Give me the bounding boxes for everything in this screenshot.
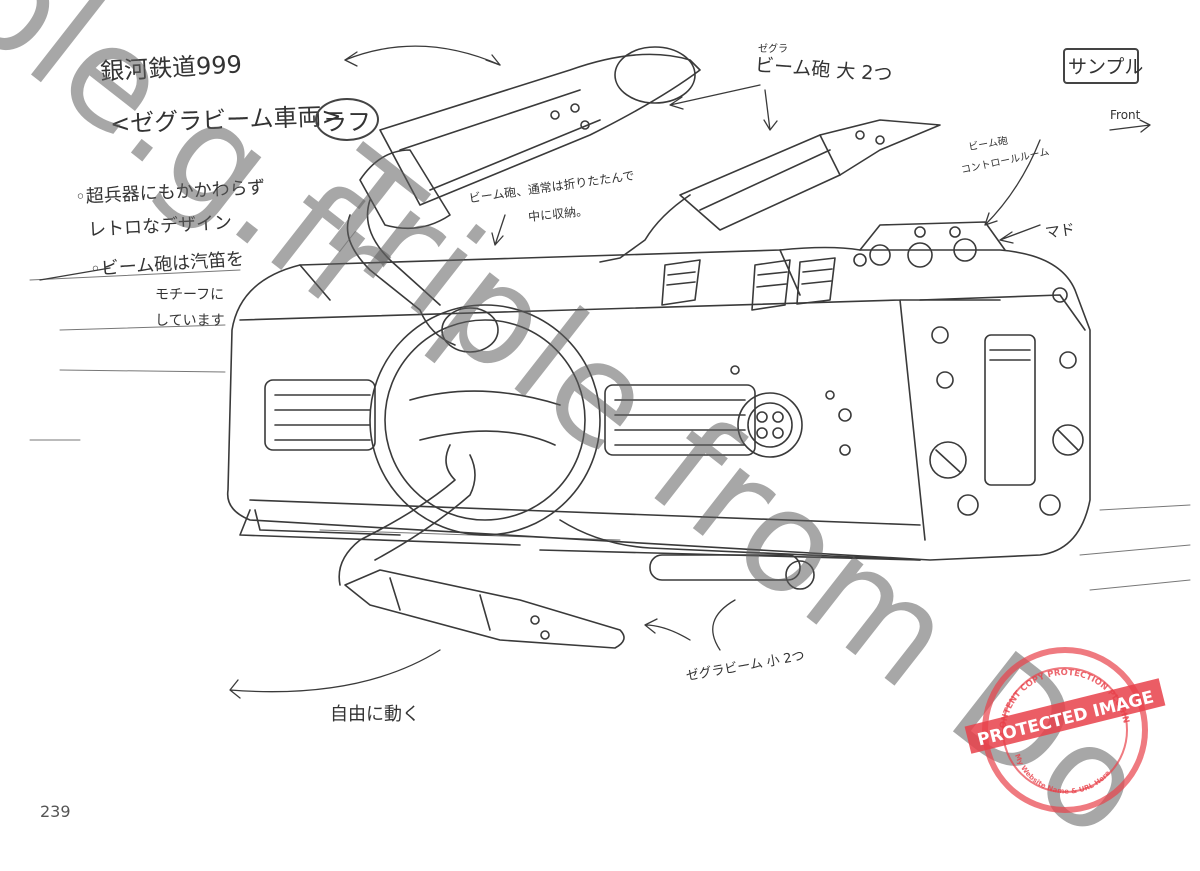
vehicle-body [226, 221, 1091, 561]
rough-label: ラフ [315, 98, 379, 141]
free-move-note: 自由に動く [330, 704, 420, 725]
vehicle-sketch [29, 45, 1191, 699]
sample-stamp-box [1063, 48, 1139, 84]
beam-cannon-large-2 [599, 119, 941, 263]
beam-large-top-note: ゼグラ [758, 44, 788, 55]
undercarriage [254, 509, 921, 590]
front-end [730, 226, 1084, 516]
annotation-arrows [39, 45, 1151, 699]
page-number: 239 [40, 802, 71, 821]
round-hatch [369, 304, 803, 536]
design-note-4: モチーフに [155, 287, 225, 303]
sample-label: サンプル [1068, 56, 1144, 78]
protection-stamp: CONTENT COPY PROTECTION PLUGIN PROTECTED… [964, 647, 1166, 813]
window-note: マド [1043, 219, 1077, 242]
stamp-bottom-text: My Website Name & URL Here [1013, 753, 1112, 796]
front-label: Front [1110, 108, 1141, 122]
title-line-1: 銀河鉄道999 [99, 50, 243, 86]
beam-cannon-small-1 [338, 444, 625, 649]
side-vents [264, 257, 836, 456]
design-note-5: しています [155, 313, 225, 329]
svg-text:My Website Name & URL Here: My Website Name & URL Here [1013, 753, 1112, 796]
beam-cannon-large-1 [346, 46, 701, 353]
